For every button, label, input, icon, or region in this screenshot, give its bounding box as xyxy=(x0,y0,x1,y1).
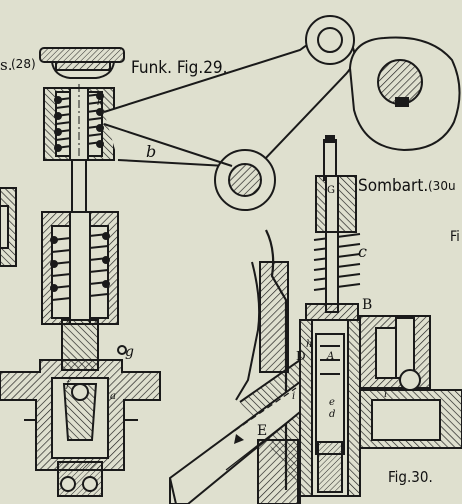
label-e: e xyxy=(329,397,335,408)
label-i-right: i xyxy=(384,389,388,400)
label-E: E xyxy=(257,423,268,439)
label-k: k xyxy=(97,97,104,108)
label-G: G xyxy=(327,185,335,196)
cam xyxy=(348,36,461,152)
label-g: g xyxy=(125,344,134,360)
sombart-caption: Sombart. xyxy=(358,176,429,196)
label-A: A xyxy=(327,351,335,362)
label-h: h xyxy=(306,339,313,350)
fig29-caption: Funk. Fig.29. xyxy=(131,58,228,78)
caption-left-ref: (28) xyxy=(11,57,36,71)
label-f: f xyxy=(66,379,70,390)
fig30-caption: Fig.30. xyxy=(388,468,433,486)
label-a: a xyxy=(110,391,116,402)
label-i-left: i xyxy=(292,391,296,402)
label-D: D xyxy=(296,349,306,363)
flow-arrow xyxy=(234,434,244,444)
caption-right-fragment: Fi xyxy=(450,229,460,245)
label-B: B xyxy=(362,297,373,313)
sombart-ref: (30u xyxy=(428,179,456,193)
label-b: b xyxy=(146,142,157,161)
lever-arm xyxy=(103,15,356,211)
label-c: c xyxy=(358,242,367,261)
caption-left-fragment: s. xyxy=(0,56,13,74)
funk-valve xyxy=(0,47,161,497)
knurled-knob xyxy=(39,47,125,63)
sombart-valve xyxy=(169,135,462,504)
label-d: d xyxy=(329,409,336,420)
